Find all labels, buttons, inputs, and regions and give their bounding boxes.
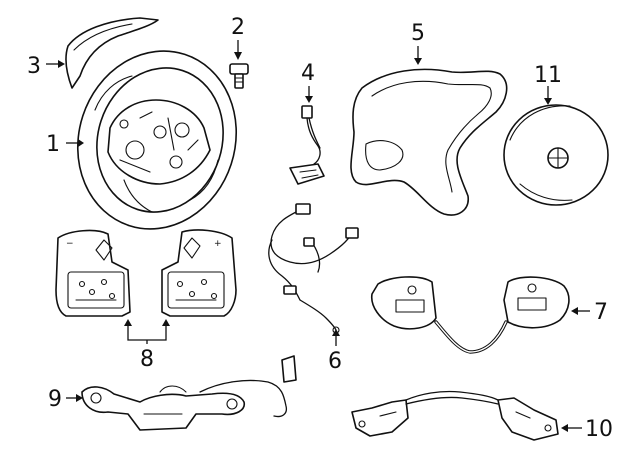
callout-label-10: 10 [585,417,613,442]
part-3-trim-cover[interactable] [65,17,159,89]
part-10-harness[interactable] [351,390,559,441]
callout-6: 6 [328,329,342,374]
callout-label-7: 7 [594,300,608,325]
callout-label-4: 4 [301,61,315,86]
part-4-harness[interactable] [289,105,325,185]
callout-4: 4 [301,61,315,103]
callout-5: 5 [411,21,425,65]
callout-label-6: 6 [328,349,342,374]
paddle-plus-sign: + [214,239,222,249]
part-5-bezel[interactable] [350,68,508,216]
callout-8: 8 [124,319,170,372]
part-8-paddle-left[interactable]: − [55,229,131,317]
callout-9: 9 [48,387,83,412]
callout-3: 3 [27,54,65,79]
part-7-switches[interactable] [370,276,570,354]
callout-label-11: 11 [534,63,562,88]
callout-label-9: 9 [48,387,62,412]
part-8-paddle-right[interactable]: + [161,229,237,317]
callout-11: 11 [534,63,562,105]
part-2-bolt[interactable] [229,63,249,89]
part-6-harness[interactable] [268,203,359,334]
part-11-airbag[interactable] [503,104,609,206]
part-9-bracket[interactable] [81,355,297,431]
callout-label-1: 1 [46,132,60,157]
callout-1: 1 [46,132,84,157]
callout-label-8: 8 [140,347,154,372]
callout-10: 10 [561,417,613,442]
callout-label-2: 2 [231,15,245,40]
callout-label-3: 3 [27,54,41,79]
callout-7: 7 [571,300,608,325]
callout-label-5: 5 [411,21,425,46]
part-1-steering-wheel[interactable] [55,30,259,249]
paddle-minus-sign: − [66,239,74,249]
callout-2: 2 [231,15,245,60]
